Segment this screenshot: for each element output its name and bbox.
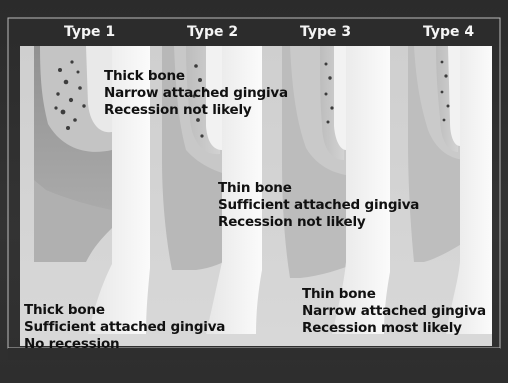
type-4-line-3: Recession most likely [302,320,486,337]
type-1-line-2: Narrow attached gingiva [104,85,288,102]
type-1-description: Thick bone Narrow attached gingiva Reces… [104,68,288,119]
type-4-line-1: Thin bone [302,286,486,303]
type-1-line-3: Recession not likely [104,102,288,119]
type-4-line-2: Narrow attached gingiva [302,303,486,320]
type-2-description: Thin bone Sufficient attached gingiva Re… [218,180,419,231]
type-3-line-1: Thick bone [24,302,225,319]
type-3-label: Type 3 [300,24,351,40]
type-1-line-1: Thick bone [104,68,288,85]
type-4-description: Thin bone Narrow attached gingiva Recess… [302,286,486,337]
type-2-line-1: Thin bone [218,180,419,197]
type-2-line-2: Sufficient attached gingiva [218,197,419,214]
type-1-label: Type 1 [64,24,115,40]
type-2-label: Type 2 [187,24,238,40]
type-3-line-2: Sufficient attached gingiva [24,319,225,336]
type-2-line-3: Recession not likely [218,214,419,231]
type-3-line-3: No recession [24,336,225,353]
type-3-description: Thick bone Sufficient attached gingiva N… [24,302,225,353]
type-4-label: Type 4 [423,24,474,40]
